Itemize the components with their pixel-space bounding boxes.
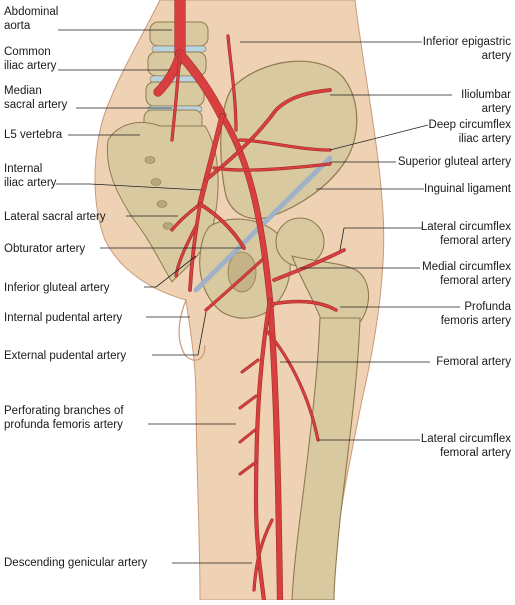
leader-internal-iliac-artery: [56, 183, 203, 191]
perforating-branches-vessel: [239, 359, 259, 475]
label-obturator-artery: Obturator artery: [4, 243, 86, 255]
leader-deep-circumflex-iliac-artery: [329, 124, 429, 151]
label-superior-gluteal-artery: Superior gluteal artery: [397, 156, 511, 168]
superior-gluteal-vessel: [213, 163, 331, 172]
profunda-femoris-vessel: [254, 298, 272, 602]
descending-genicular-vessel: [253, 519, 273, 591]
arteries: [153, 0, 346, 604]
label-iliolumbar-artery: Iliolumbar artery: [461, 89, 511, 115]
label-femoral-artery: Femoral artery: [436, 356, 511, 368]
iliolumbar-vessel: [204, 88, 332, 182]
leader-external-pudental-artery: [152, 311, 207, 356]
label-abdominal-aorta: Abdominal aorta: [4, 6, 59, 32]
label-lateral-sacral-artery: Lateral sacral artery: [4, 211, 106, 223]
label-inferior-gluteal-artery: Inferior gluteal artery: [4, 282, 110, 294]
external-pudental-vessel: [205, 259, 263, 311]
common-iliac-vessel: [176, 50, 226, 120]
femoral-neck: [291, 255, 370, 323]
lateral-circumflex-upper-vessel: [272, 248, 346, 282]
label-external-pudental-artery: External pudental artery: [4, 350, 127, 362]
inferior-gluteal-vessel: [175, 225, 197, 277]
internal-pudental-vessel: [188, 202, 202, 292]
inguinal-ligament-band: [193, 155, 333, 293]
label-inferior-epigastric-artery: Inferior epigastric artery: [422, 36, 511, 62]
label-medial-circumflex-femoral-artery: Medial circumflex femoral artery: [422, 261, 511, 287]
label-lateral-circumflex-femoral-artery-lower: Lateral circumflex femoral artery: [420, 433, 511, 459]
label-deep-circumflex-iliac-artery: Deep circumflex iliac artery: [428, 119, 511, 145]
sacral-foramen: [156, 200, 168, 208]
label-median-sacral-artery: Median sacral artery: [4, 85, 68, 111]
leader-inferior-gluteal-artery: [144, 255, 197, 288]
label-inguinal-ligament: Inguinal ligament: [424, 183, 511, 195]
lateral-circumflex-descending-vessel: [265, 329, 319, 441]
label-internal-iliac-artery: Internal iliac artery: [4, 163, 57, 189]
medial-circumflex-vessel: [270, 300, 338, 312]
sacral-foramen: [162, 222, 174, 230]
label-common-iliac-artery: Common iliac artery: [4, 46, 57, 72]
deep-circumflex-iliac-vessel: [239, 139, 331, 151]
label-descending-genicular-artery: Descending genicular artery: [4, 557, 148, 569]
obturator-vessel: [198, 202, 246, 250]
ilium: [220, 60, 358, 220]
label-profunda-femoris-artery: Profunda femoris artery: [440, 301, 511, 327]
label-lateral-circumflex-femoral-artery-upper: Lateral circumflex femoral artery: [420, 221, 511, 247]
label-perforating-branches: Perforating branches of profunda femoris…: [4, 405, 124, 431]
internal-iliac-vessel: [198, 114, 224, 206]
leader-lateral-circumflex-femoral-artery-upper: [339, 227, 422, 251]
inferior-epigastric-vessel: [227, 35, 237, 131]
inguinal-ligament-shape: [193, 155, 333, 293]
sacral-foramen: [150, 178, 162, 186]
lateral-sacral-vessel: [171, 203, 201, 231]
sacral-foramen: [144, 156, 156, 164]
leader-lines: [56, 29, 460, 564]
label-internal-pudental-artery: Internal pudental artery: [4, 312, 123, 324]
obturator-foramen: [227, 251, 257, 293]
median-sacral-vessel: [171, 53, 181, 141]
label-l5-vertebra: L5 vertebra: [4, 129, 63, 141]
